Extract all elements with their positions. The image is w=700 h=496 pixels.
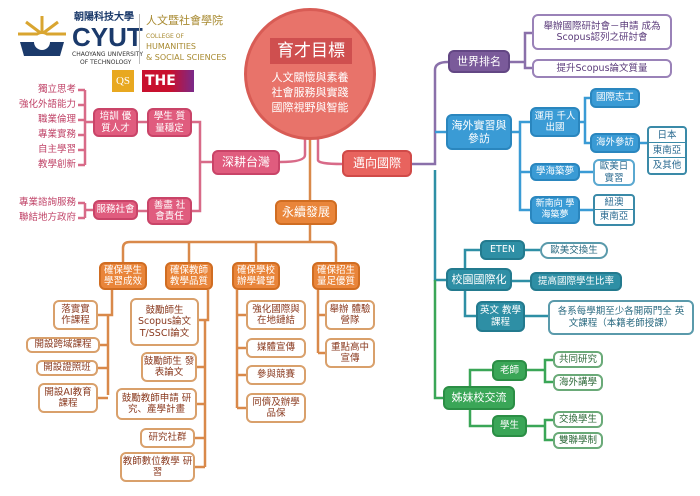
node-student-outcomes[interactable]: 確保學生 學習成效 — [99, 262, 147, 290]
leaf[interactable]: 同儕及辦學 品保 — [246, 393, 306, 423]
talent-item: 自主學習 — [37, 144, 76, 155]
leaf[interactable]: 各系每學期至少各開兩門全 英文課程（本籍老師授課） — [548, 300, 694, 335]
leaf[interactable]: 提升Scopus論文質量 — [532, 59, 672, 78]
leaf[interactable]: 鼓勵師生 Scopus論文 T/SSCI論文 — [130, 298, 199, 346]
center-line-2: 社會服務與實踐 — [271, 86, 349, 99]
node-new-south[interactable]: 新南向 學海築夢 — [530, 196, 580, 224]
south-places: 紐澳 東南亞 — [593, 194, 635, 226]
school-name-cn: 朝陽科技大學 — [74, 12, 134, 23]
node-sister-school[interactable]: 姊妹校交流 — [443, 386, 515, 410]
leaf[interactable]: 參與競賽 — [246, 365, 306, 385]
leaf[interactable]: 舉辦 體驗營隊 — [325, 300, 375, 330]
leaf[interactable]: 開設證照班 — [36, 360, 98, 376]
leaf[interactable]: 歐美交換生 — [540, 242, 608, 259]
node-student-quality[interactable]: 學生 質量穩定 — [147, 108, 192, 137]
center-title: 育才目標 — [270, 38, 352, 64]
leaf[interactable]: 交換學生 — [553, 411, 603, 428]
center-goal-circle — [244, 8, 376, 140]
college-name-en-2: & SOCIAL SCIENCES — [146, 53, 227, 62]
leaf[interactable]: 海外講學 — [553, 374, 603, 391]
leaf[interactable]: 強化國際與 在地鏈結 — [246, 300, 306, 330]
node-thousand-abroad[interactable]: 運用 千人出國 — [530, 107, 580, 137]
leaf[interactable]: 舉辦國際研討會－申請 成為Scopus認列之研討會 — [532, 14, 672, 50]
node-volunteer[interactable]: 國際志工 — [590, 88, 640, 108]
node-social-responsibility[interactable]: 善盡 社會責任 — [147, 197, 192, 225]
talent-item: 職業倫理 — [37, 114, 76, 125]
school-name-en: CYUT — [72, 22, 143, 52]
node-school-reputation[interactable]: 確保學校 辦學聲望 — [232, 262, 280, 290]
node-teacher[interactable]: 老師 — [492, 360, 527, 381]
logo-divider — [139, 14, 140, 64]
node-deep-taiwan[interactable]: 深耕台灣 — [212, 150, 280, 175]
node-go-international[interactable]: 邁向國際 — [342, 150, 412, 177]
node-english-courses[interactable]: 英文 教學課程 — [476, 301, 525, 332]
leaf[interactable]: 媒體宣傳 — [246, 338, 306, 358]
talent-item: 獨立思考 — [37, 84, 76, 95]
leaf[interactable]: 共同研究 — [553, 351, 603, 368]
talent-item: 教學創新 — [37, 159, 76, 170]
school-sub-2: OF TECHNOLOGY — [80, 59, 132, 66]
talent-item: 專業實務 — [37, 129, 76, 140]
center-line-3: 國際視野與智能 — [271, 101, 349, 114]
qs-logo: QS — [112, 70, 134, 92]
talent-item: 強化外語能力 — [18, 99, 76, 110]
leaf[interactable]: 落實實 作課程 — [53, 300, 98, 330]
college-name-en-1: HUMANITIES — [146, 42, 196, 51]
node-enrollment[interactable]: 確保招生 量足優質 — [312, 262, 360, 290]
university-logo — [12, 12, 72, 62]
leaf[interactable]: 歐美日 實習 — [593, 159, 635, 186]
node-train-talent[interactable]: 培訓 優質人才 — [93, 108, 138, 137]
leaf[interactable]: 東南亞 — [649, 143, 685, 158]
node-teaching-quality[interactable]: 確保教師 教學品質 — [165, 262, 213, 290]
leaf[interactable]: 紐澳 — [595, 196, 633, 210]
leaf[interactable]: 重點高中 宣傳 — [325, 338, 375, 368]
node-overseas[interactable]: 海外實習與 參訪 — [446, 114, 512, 150]
leaf[interactable]: 及其他 — [652, 160, 682, 171]
leaf[interactable]: 開設AI教育 課程 — [38, 383, 98, 413]
leaf[interactable]: 研究社群 — [140, 428, 195, 448]
center-line-1: 人文關懷與素養 — [271, 71, 349, 84]
node-sustainable[interactable]: 永續發展 — [275, 200, 337, 225]
node-student[interactable]: 學生 — [492, 415, 527, 437]
service-item: 專業諮詢服務 — [18, 197, 76, 208]
node-serve-society[interactable]: 服務社會 — [93, 200, 138, 220]
service-item: 聯結地方政府 — [18, 212, 76, 223]
college-pre: COLLEGE OF — [146, 33, 184, 40]
node-world-ranking[interactable]: 世界排名 — [448, 50, 510, 73]
school-sub-1: CHAOYANG UNIVERSITY — [72, 51, 144, 58]
node-overseas-visit[interactable]: 海外參訪 — [590, 133, 640, 153]
college-name-cn: 人文暨社會學院 — [146, 14, 223, 27]
leaf[interactable]: 雙聯學制 — [553, 432, 603, 449]
gear-icon — [18, 16, 66, 56]
leaf[interactable]: 東南亞 — [599, 211, 629, 222]
node-intl-ratio[interactable]: 提高國際學生比率 — [530, 272, 622, 291]
leaf[interactable]: 鼓勵師生 發表論文 — [141, 352, 197, 382]
node-eten[interactable]: ETEN — [480, 240, 525, 260]
leaf[interactable]: 開設跨域課程 — [26, 337, 100, 353]
node-dream[interactable]: 學海築夢 — [530, 163, 580, 181]
leaf[interactable]: 日本 — [649, 128, 685, 143]
leaf[interactable]: 鼓勵教師申請 研究、產學計畫 — [116, 388, 197, 420]
visit-places: 日本 東南亞 及其他 — [647, 126, 687, 175]
node-campus-intl[interactable]: 校園國際化 — [446, 268, 512, 291]
leaf[interactable]: 教師數位教學 研習 — [120, 452, 195, 482]
the-logo: THE — [142, 70, 194, 92]
